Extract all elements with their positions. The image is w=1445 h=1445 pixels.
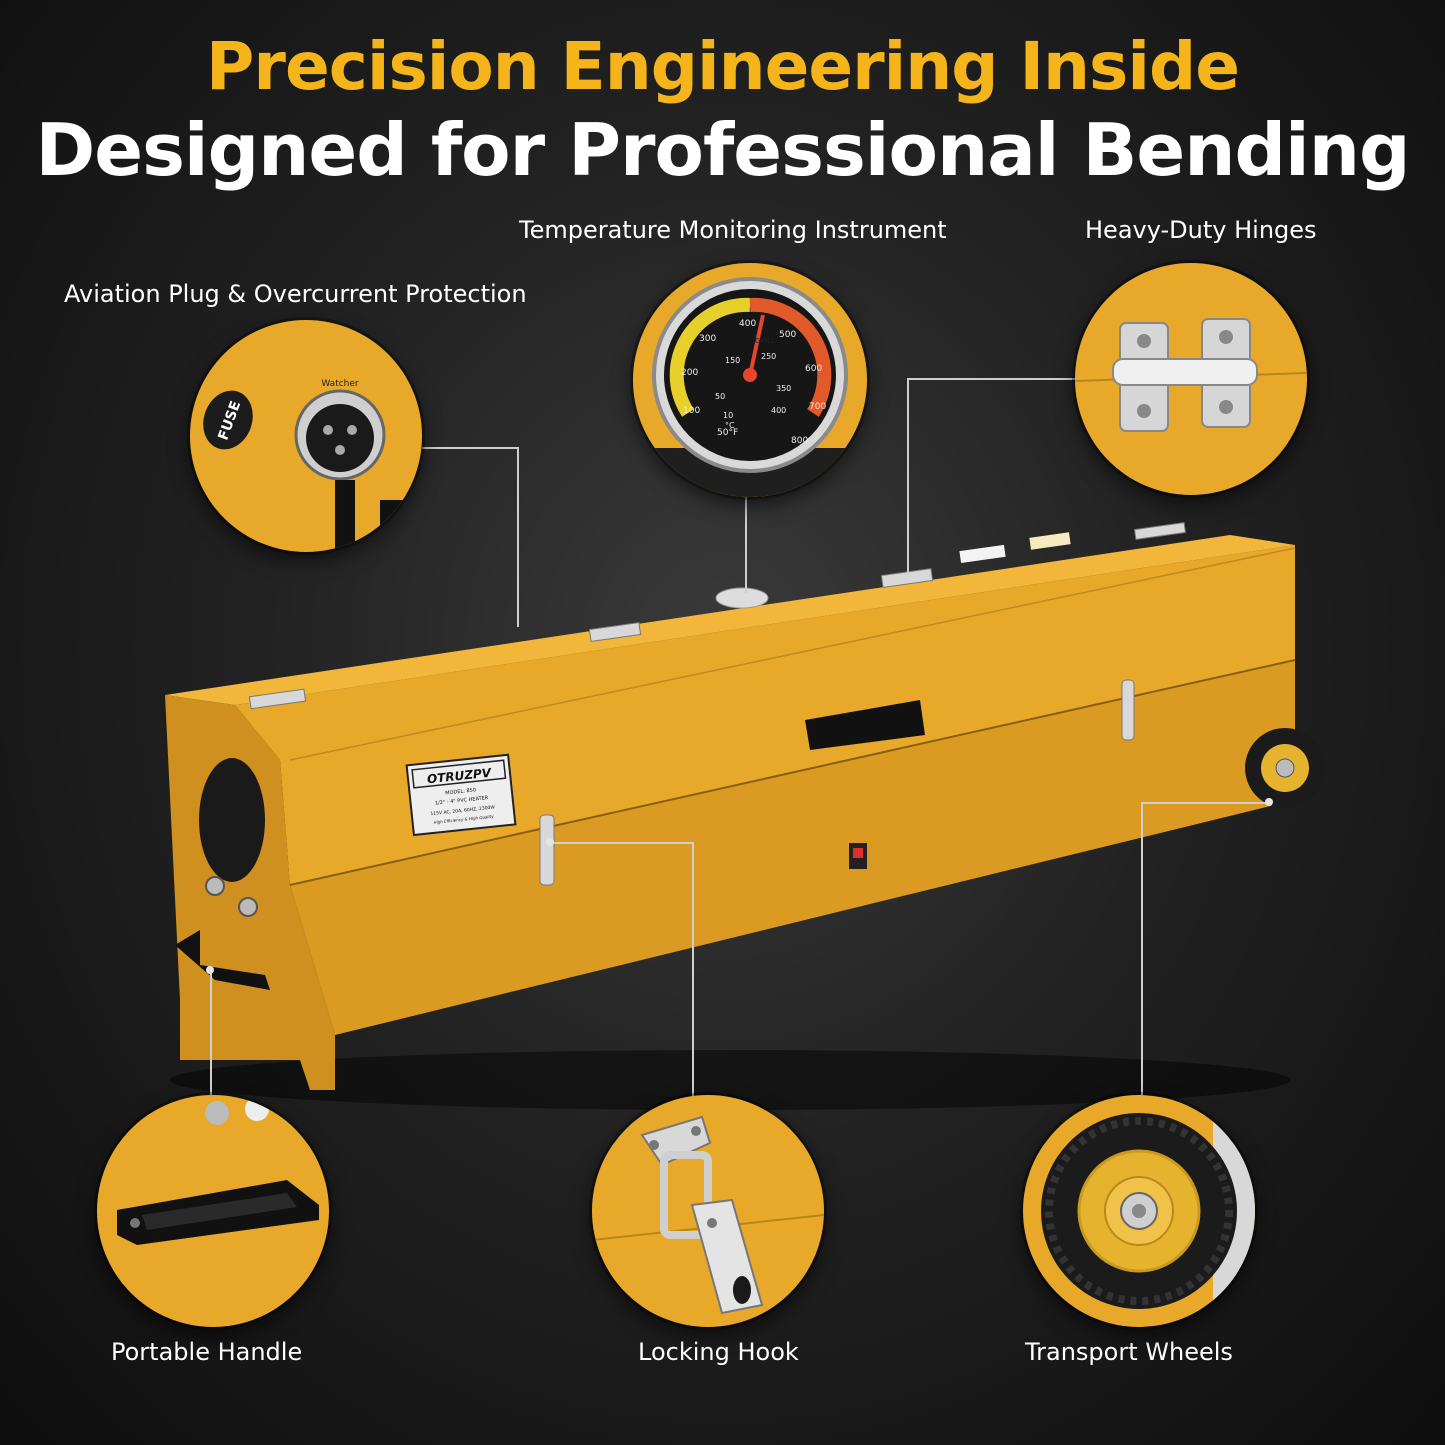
label-wheels: Transport Wheels: [1025, 1338, 1233, 1366]
label-hinges: Heavy-Duty Hinges: [1085, 216, 1317, 244]
gauge-c-350: 350: [776, 384, 791, 393]
plug-brand: Watcher: [321, 379, 359, 389]
gauge-c-250: 250: [761, 352, 776, 361]
gauge-c-150: 150: [725, 356, 740, 365]
headline-secondary: Designed for Professional Bending: [35, 108, 1410, 192]
label-plate-size: 1/2" - 4" PVC HEATER: [435, 795, 489, 807]
label-aviation-plug: Aviation Plug & Overcurrent Protection: [64, 280, 527, 308]
detail-transport-wheels: [1023, 1095, 1255, 1327]
gauge-f-600: 600: [805, 364, 822, 374]
gauge-f-200: 200: [681, 368, 698, 378]
gauge-c-unit: °C: [725, 421, 735, 430]
label-handle: Portable Handle: [111, 1338, 303, 1366]
gauge-f-500: 500: [779, 330, 796, 340]
gauge-brand: GRILL: [755, 337, 775, 345]
gauge-f-50: 50°F: [717, 428, 738, 438]
detail-aviation-plug: FUSE Watcher: [190, 320, 422, 552]
label-plate-tagline: High Efficiency & High Quality: [433, 814, 494, 825]
gauge-c-50: 50: [715, 392, 725, 401]
label-plate-brand: OTRUZPV: [426, 766, 493, 787]
label-hook: Locking Hook: [638, 1338, 799, 1366]
label-temperature: Temperature Monitoring Instrument: [519, 216, 947, 244]
detail-hinges: [1075, 263, 1307, 495]
headline-primary: Precision Engineering Inside: [206, 28, 1240, 105]
gauge-f-700: 700: [809, 402, 826, 412]
detail-temperature-gauge: 50°F 100 200 300 400 500 600 700 800 10 …: [633, 263, 867, 497]
gauge-f-800: 800: [791, 436, 808, 446]
detail-portable-handle: [97, 1095, 329, 1327]
gauge-f-100: 100: [683, 406, 700, 416]
label-plate-model: MODEL: 850: [445, 787, 476, 796]
detail-locking-hook: [592, 1095, 824, 1327]
gauge-c-400: 400: [771, 406, 786, 415]
gauge-f-400: 400: [739, 319, 756, 329]
gauge-f-300: 300: [699, 334, 716, 344]
gauge-c-10: 10: [723, 411, 733, 420]
